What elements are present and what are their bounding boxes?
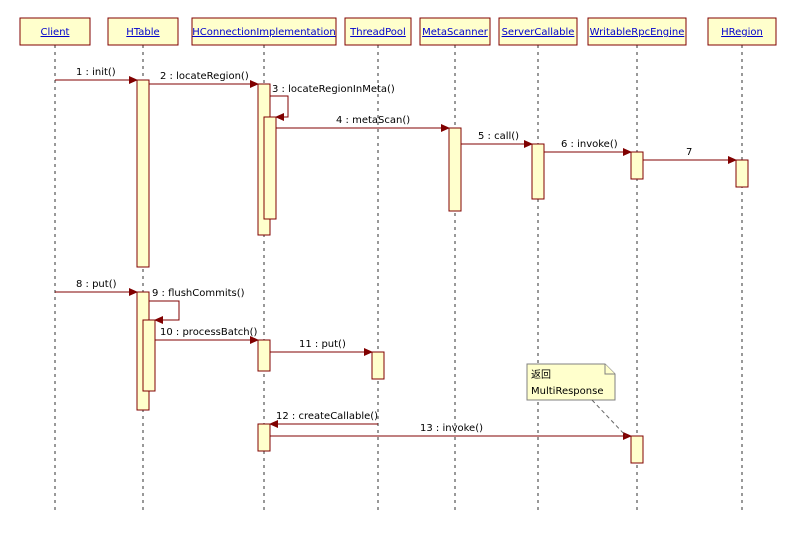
- message-7: 7: [643, 147, 737, 164]
- message-6: 6 : invoke(): [544, 139, 632, 156]
- object-writablerpc: WritableRpcEngine: [587, 17, 687, 46]
- message-9-label: 9 : flushCommits(): [152, 288, 245, 299]
- activation-hconn-4: [257, 423, 271, 452]
- object-hregion: HRegion: [707, 17, 777, 46]
- message-8-label: 8 : put(): [76, 279, 117, 290]
- message-5: 5 : call(): [461, 131, 533, 148]
- activation-writablerpc-2: [630, 435, 644, 464]
- note-connector: [591, 399, 627, 437]
- message-11: 11 : put(): [270, 339, 373, 356]
- message-8: 8 : put(): [55, 279, 138, 296]
- activation-hconn-2: [263, 116, 277, 220]
- message-12: 12 : createCallable(): [269, 411, 378, 428]
- message-2: 2 : locateRegion(): [149, 71, 259, 88]
- object-threadpool-name: ThreadPool: [349, 27, 406, 38]
- object-writablerpc-name: WritableRpcEngine: [590, 27, 685, 38]
- activation-bars: [136, 79, 749, 464]
- message-13: 13 : invoke(): [270, 423, 632, 440]
- object-htable-name: HTable: [126, 27, 159, 38]
- message-5-label: 5 : call(): [478, 131, 519, 142]
- activation-htable-3: [142, 319, 156, 392]
- message-1: 1 : init(): [55, 67, 138, 84]
- note-line-2: MultiResponse: [531, 386, 603, 397]
- object-metascanner: MetaScanner: [419, 17, 491, 46]
- object-servercallable: ServerCallable: [498, 17, 578, 46]
- message-9: 9 : flushCommits(): [149, 288, 245, 324]
- message-6-label: 6 : invoke(): [561, 139, 618, 150]
- message-10-label: 10 : processBatch(): [160, 327, 258, 338]
- object-htable: HTable: [107, 17, 179, 46]
- message-4-label: 4 : metaScan(): [336, 115, 410, 126]
- message-3: 3 : locateRegionInMeta(): [270, 84, 395, 121]
- object-threadpool: ThreadPool: [344, 17, 412, 46]
- message-4: 4 : metaScan(): [276, 115, 450, 132]
- message-2-label: 2 : locateRegion(): [160, 71, 249, 82]
- activation-htable-1: [136, 79, 150, 268]
- activation-metascanner-1: [448, 127, 462, 212]
- activation-servercallable-1: [531, 143, 545, 200]
- activation-hregion-1: [735, 159, 749, 188]
- message-11-label: 11 : put(): [299, 339, 346, 350]
- object-hconn: HConnectionImplementation: [191, 17, 337, 46]
- object-client: Client: [19, 17, 91, 46]
- object-client-name: Client: [41, 27, 70, 38]
- message-3-label: 3 : locateRegionInMeta(): [272, 84, 395, 95]
- object-metascanner-name: MetaScanner: [422, 27, 489, 38]
- message-1-label: 1 : init(): [76, 67, 116, 78]
- message-7-label: 7: [686, 147, 692, 158]
- object-servercallable-name: ServerCallable: [502, 27, 575, 38]
- message-13-label: 13 : invoke(): [420, 423, 483, 434]
- message-12-label: 12 : createCallable(): [276, 411, 378, 422]
- object-headers: Client HTable HConnectionImplementation …: [19, 17, 777, 46]
- object-hregion-name: HRegion: [721, 27, 763, 38]
- activation-threadpool-1: [371, 351, 385, 380]
- activation-hconn-3: [257, 339, 271, 372]
- activation-writablerpc-1: [630, 151, 644, 180]
- messages: 1 : init() 2 : locateRegion() 3 : locate…: [55, 67, 737, 440]
- note-multiresponse: 返回 MultiResponse: [526, 363, 627, 437]
- message-10: 10 : processBatch(): [155, 327, 259, 344]
- note-line-1: 返回: [531, 369, 551, 381]
- object-hconn-name: HConnectionImplementation: [192, 27, 336, 38]
